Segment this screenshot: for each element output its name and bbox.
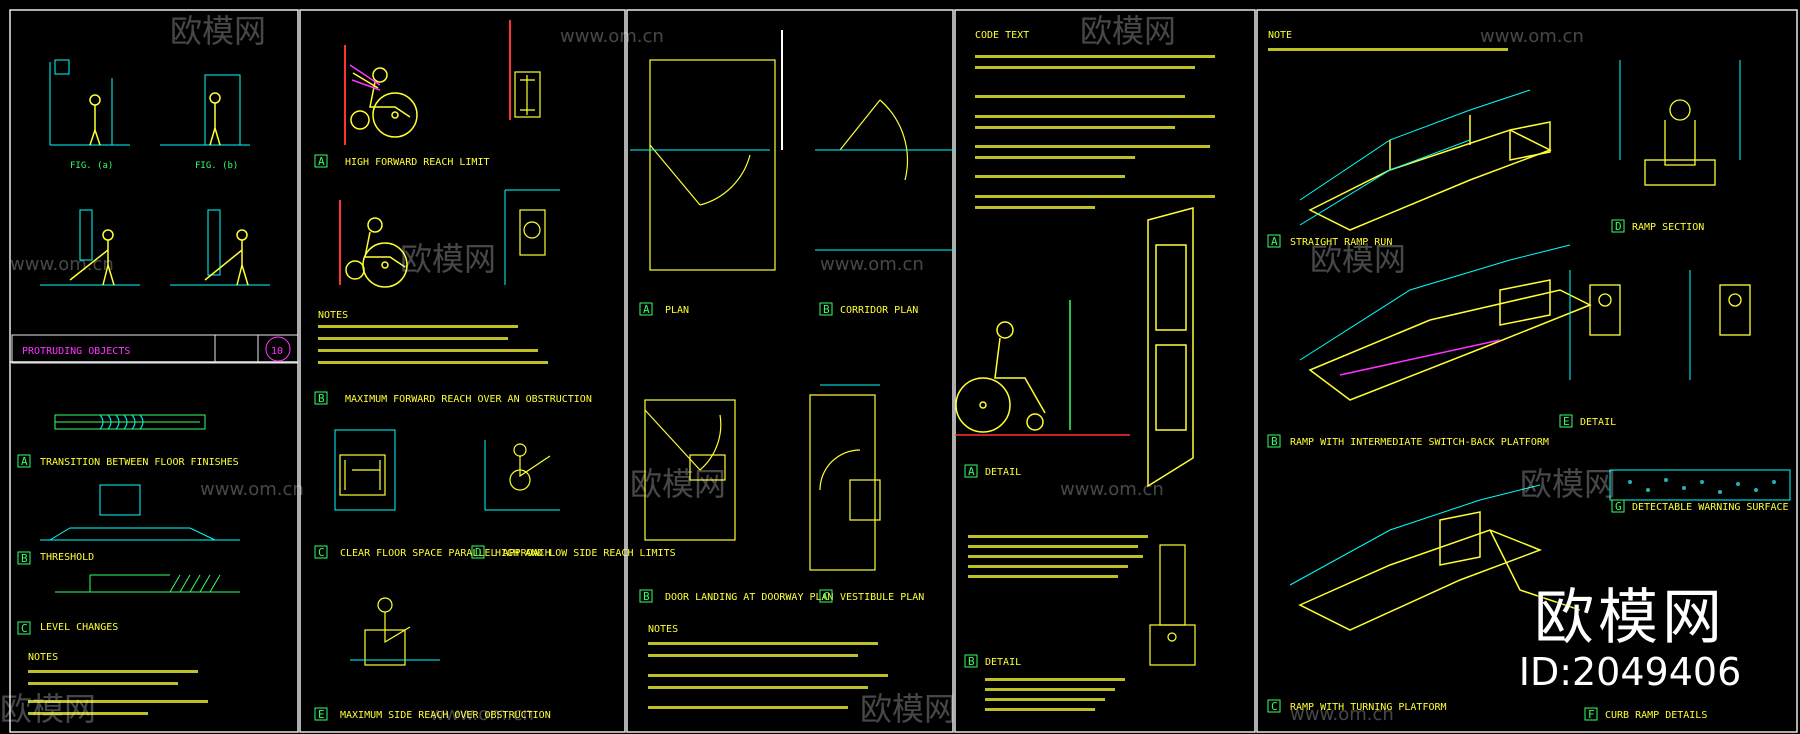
svg-text:B: B [968, 655, 975, 668]
watermark-brand-block: 欧模网 ID:2049406 [1500, 586, 1760, 694]
fig-a-caption: FIG. (a) [70, 161, 113, 171]
watermark-brand-2: 欧模网 [1080, 12, 1176, 50]
detail-c-title: LEVEL CHANGES [40, 622, 118, 633]
detail-max-forward-reach: MAXIMUM FORWARD REACH OVER AN OBSTRUCTIO… [345, 394, 592, 405]
detail-high-forward-reach: HIGH FORWARD REACH LIMIT [345, 157, 490, 168]
title-block-protruding-objects: PROTRUDING OBJECTS [22, 346, 130, 357]
watermark-brand-7: 欧模网 [0, 690, 96, 728]
detail-e: DETAIL [1580, 417, 1616, 428]
svg-text:A: A [318, 155, 325, 168]
svg-text:B: B [643, 590, 650, 603]
watermark-brand-1: 欧模网 [170, 12, 266, 50]
watermark-brand-3: 欧模网 [400, 240, 496, 278]
svg-text:A: A [968, 465, 975, 478]
detail-side-reach-limits: HIGH AND LOW SIDE REACH LIMITS [495, 548, 676, 559]
detail-vestibule-plan: VESTIBULE PLAN [840, 592, 924, 603]
sheet-number: 10 [271, 346, 283, 357]
watermark-site-8: www.om.cn [1290, 704, 1394, 725]
detail-max-side-reach: MAXIMUM SIDE REACH OVER OBSTRUCTION [340, 710, 551, 721]
watermark-site-6: www.om.cn [1060, 479, 1164, 500]
panel-protruding-objects: FIG. (a) FIG. (b) PROTRUDING OBJECTS 10 [11, 59, 299, 715]
detail-ramp-section: RAMP SECTION [1632, 222, 1704, 233]
watermark-site-7: www.om.cn [430, 704, 534, 725]
watermark-site-2: www.om.cn [1480, 26, 1584, 47]
watermark-brand-5: 欧模网 [630, 465, 726, 503]
svg-text:B: B [823, 303, 830, 316]
watermark-layer: 欧模网 欧模网 欧模网 欧模网 欧模网 欧模网 欧模网 欧模网 www.om.c… [0, 12, 1616, 728]
panel-frames [9, 9, 1798, 733]
watermark-brand-4: 欧模网 [1310, 240, 1406, 278]
notes-heading-2: NOTES [318, 310, 348, 321]
model-id: ID:2049406 [1518, 650, 1742, 694]
panel-ramps: NOTE [1267, 30, 1791, 721]
fig-b-caption: FIG. (b) [195, 161, 238, 171]
panel-door-clearances: A PLAN B CORRIDOR PLAN B DOOR LANDING AT… [630, 30, 955, 709]
svg-text:B: B [21, 552, 28, 565]
detail-b-title: THRESHOLD [40, 552, 94, 563]
detail-clear-floor-space: CLEAR FLOOR SPACE PARALLEL APPROACH [340, 548, 551, 559]
ramps-note-heading: NOTE [1268, 30, 1292, 41]
watermark-brand-8: 欧模网 [860, 690, 956, 728]
svg-text:D: D [1615, 220, 1622, 233]
detail-door-detail-b: DETAIL [985, 657, 1021, 668]
detail-corridor-plan: CORRIDOR PLAN [840, 305, 918, 316]
svg-text:E: E [318, 708, 325, 721]
svg-text:E: E [1563, 415, 1570, 428]
code-text-heading: CODE TEXT [975, 30, 1029, 41]
detail-a-title: TRANSITION BETWEEN FLOOR FINISHES [40, 457, 239, 468]
svg-text:D: D [475, 546, 482, 559]
watermark-site-1: www.om.cn [560, 26, 664, 47]
svg-text:F: F [1588, 708, 1595, 721]
svg-text:A: A [1271, 235, 1278, 248]
svg-text:A: A [643, 303, 650, 316]
watermark-brand-6: 欧模网 [1520, 465, 1616, 503]
svg-text:B: B [1271, 435, 1278, 448]
svg-text:G: G [1615, 500, 1622, 513]
svg-text:C: C [823, 590, 830, 603]
detail-plan: PLAN [665, 305, 689, 316]
watermark-site-4: www.om.cn [820, 254, 924, 275]
svg-text:C: C [21, 622, 28, 635]
detail-door-landing: DOOR LANDING AT DOORWAY PLAN [665, 592, 834, 603]
svg-text:C: C [318, 546, 325, 559]
notes-heading: NOTES [28, 652, 58, 663]
panel-reach-ranges: A HIGH FORWARD REACH LIMIT NOTES B MAXIM… [314, 20, 676, 721]
svg-text:A: A [21, 455, 28, 468]
svg-text:C: C [1271, 700, 1278, 713]
detail-turning-ramp: RAMP WITH TURNING PLATFORM [1290, 702, 1447, 713]
watermark-site-3: www.om.cn [10, 254, 114, 275]
watermark-site-5: www.om.cn [200, 479, 304, 500]
detail-switchback-ramp: RAMP WITH INTERMEDIATE SWITCH-BACK PLATF… [1290, 437, 1549, 448]
svg-text:B: B [318, 392, 325, 405]
notes-heading-3: NOTES [648, 624, 678, 635]
brand-logo-text: 欧模网 [1534, 583, 1726, 653]
detail-warning-surface: DETECTABLE WARNING SURFACE [1632, 502, 1789, 513]
detail-door-detail-a: DETAIL [985, 467, 1021, 478]
detail-straight-ramp: STRAIGHT RAMP RUN [1290, 237, 1392, 248]
detail-curb-ramp: CURB RAMP DETAILS [1605, 710, 1707, 721]
panel-door-hardware: CODE TEXT A DETAIL B DETAIL [955, 30, 1215, 711]
